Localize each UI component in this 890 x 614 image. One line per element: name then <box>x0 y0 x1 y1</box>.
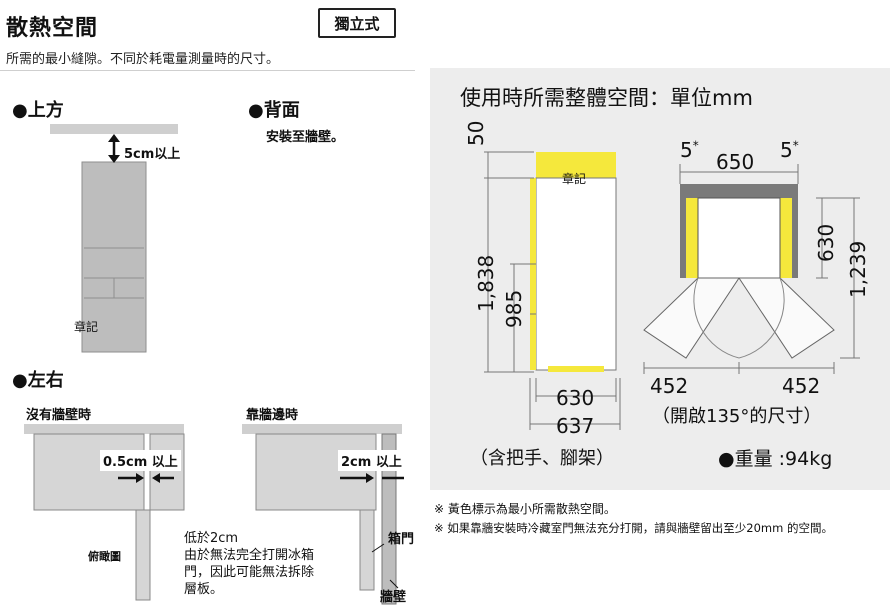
footnote-wall: ※ 如果靠牆安裝時冷藏室門無法充分打開，請與牆壁留出至少20mm 的空間。 <box>434 521 833 535</box>
no-wall-title: 沒有牆壁時 <box>26 408 92 423</box>
weight-label: ●重量 :94kg <box>718 448 833 470</box>
no-wall-fridge-a <box>33 433 145 511</box>
stamp-mark: 章記 <box>74 320 99 334</box>
panel-title: 使用時所需整體空間：單位mm <box>460 86 753 110</box>
top-clearance-zone <box>536 152 616 178</box>
left-door-open <box>643 277 740 359</box>
door-label: 箱門 <box>388 532 415 547</box>
no-wall-arrow-left-head <box>136 473 144 483</box>
near-wall-note-line4: 層板。 <box>184 582 224 597</box>
near-wall-door <box>359 509 375 591</box>
gap-arrow-down <box>108 155 120 163</box>
no-wall-shelf <box>24 424 184 434</box>
page-subtitle: 所需的最小縫隙。不同於耗電量測量時的尺寸。 <box>6 52 280 67</box>
back-section-desc: 安裝至牆壁。 <box>266 130 345 145</box>
top-view-open-caption: （開啟135°的尺寸） <box>652 406 822 427</box>
right-clearance-zone <box>780 198 792 278</box>
dim-depth: 630 <box>814 223 838 262</box>
header-divider <box>0 70 415 71</box>
near-wall-note-line3: 門，因此可能無法拆除 <box>184 565 315 580</box>
near-wall-note-line2: 由於無法完全打開冰箱 <box>184 548 315 563</box>
dim-total-height: 1,838 <box>474 254 498 312</box>
side-clearance-diagram <box>24 424 404 605</box>
dim-right-gap: 5* <box>780 138 799 162</box>
rear-clearance-zone <box>530 178 536 370</box>
dim-body-depth: 630 <box>556 386 595 410</box>
overall-space-panel <box>430 68 890 490</box>
wall-label: 牆壁 <box>380 590 407 605</box>
gap-arrow-up <box>108 134 120 142</box>
side-stamp-mark: 章記 <box>562 172 587 186</box>
no-wall-fridge-b <box>149 433 185 511</box>
dim-inner-height: 985 <box>502 289 526 328</box>
near-wall-title: 靠牆邊時 <box>246 408 299 423</box>
top-section-label: ●上方 <box>12 100 64 121</box>
dim-left-gap: 5* <box>680 138 699 162</box>
footnote-yellow: ※ 黃色標示為最小所需散熱空間。 <box>434 502 616 516</box>
left-door-swing <box>693 277 740 359</box>
back-section-label: ●背面 <box>248 100 300 121</box>
base-clearance-zone <box>548 366 604 372</box>
wall-leader-line <box>389 579 399 589</box>
no-wall-arrow-right-head <box>152 473 160 483</box>
install-type-badge: 獨立式 <box>318 8 396 38</box>
fridge-side-body <box>535 177 617 371</box>
dimension-drawing <box>484 151 860 430</box>
left-clearance-zone <box>686 198 698 278</box>
near-wall-shelf <box>242 424 402 434</box>
dim-open-depth: 1,239 <box>846 240 870 298</box>
door-leader-line <box>371 543 385 553</box>
top-gap-label: 5cm以上 <box>124 147 181 162</box>
fridge-front-illustration <box>81 161 147 353</box>
ceiling-shelf <box>50 124 178 134</box>
near-wall-note-line1: 低於2cm <box>184 531 239 546</box>
right-door-open <box>738 277 835 359</box>
dim-top-clearance: 50 <box>464 120 488 146</box>
near-wall-arrow-left-head <box>366 473 374 483</box>
page-title: 散熱空間 <box>6 16 99 41</box>
top-view-caption: 俯瞰圖 <box>88 550 121 563</box>
dim-total-depth: 637 <box>556 414 595 438</box>
near-wall-note: 低於2cm 由於無法完全打開冰箱 門，因此可能無法拆除 層板。 <box>184 530 314 598</box>
near-wall-gap-label: 2cm 以上 <box>338 450 405 471</box>
top-clearance-diagram <box>50 124 178 353</box>
dim-door-left: 452 <box>650 374 689 398</box>
dim-door-right: 452 <box>782 374 821 398</box>
side-view-caption: （含把手、腳架） <box>470 448 614 469</box>
near-wall-fridge <box>255 433 377 511</box>
no-wall-door-edge <box>135 509 151 601</box>
side-wall <box>381 433 397 605</box>
right-door-swing <box>738 277 785 359</box>
no-wall-gap-label: 0.5cm 以上 <box>100 450 181 471</box>
fridge-top-body <box>697 197 781 279</box>
dim-width: 650 <box>716 150 755 174</box>
side-section-label: ●左右 <box>12 370 64 391</box>
